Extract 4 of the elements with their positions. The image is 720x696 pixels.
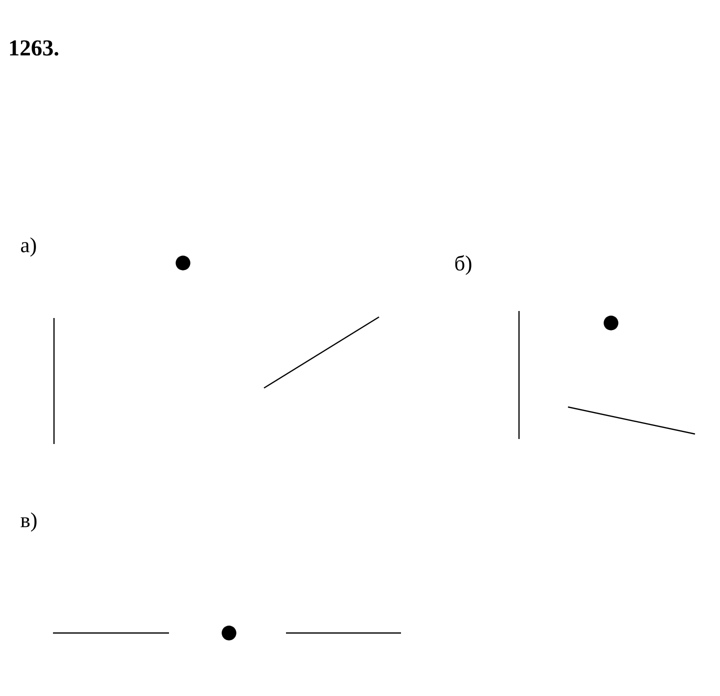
part-label: а): [21, 237, 36, 257]
exercise-number: 1263.: [10, 40, 58, 56]
part-label: б): [455, 255, 472, 275]
part-label: в): [20, 512, 36, 532]
